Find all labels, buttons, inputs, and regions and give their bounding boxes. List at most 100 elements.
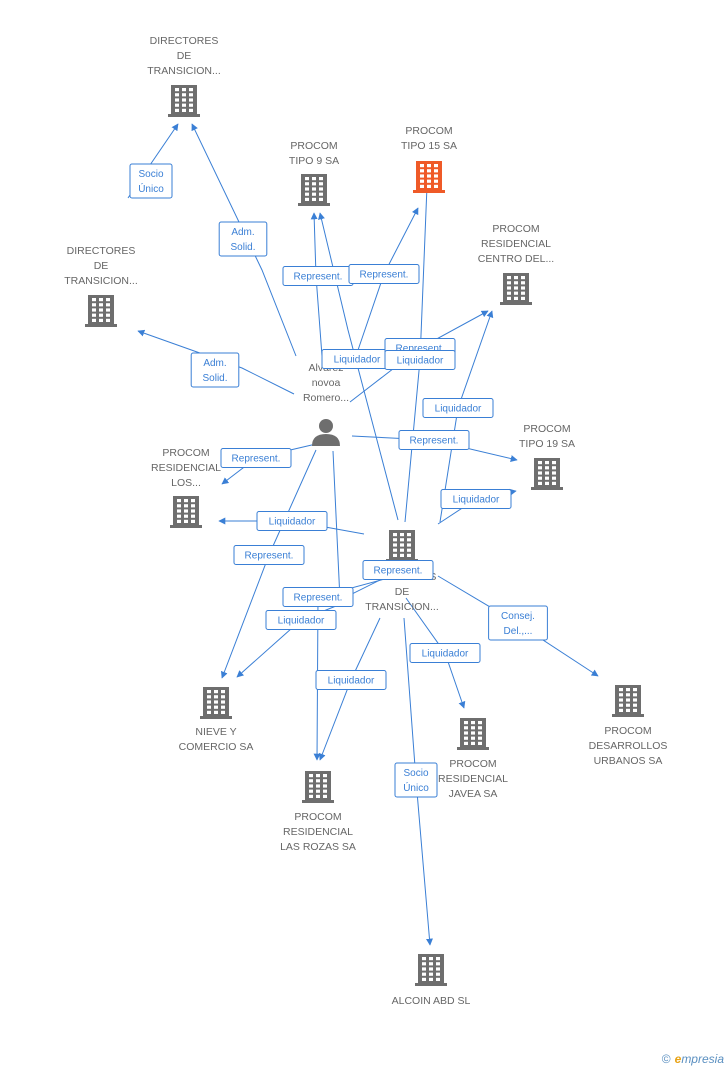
relation-label-text: Liquidador [269, 517, 316, 528]
node-label: JAVEA SA [449, 788, 498, 800]
node-label: TIPO 9 SA [289, 155, 339, 167]
building-icon[interactable] [168, 85, 200, 117]
node-tipo15[interactable]: PROCOM TIPO 15 SA [401, 125, 457, 193]
relation-label-text: Liquidador [397, 356, 444, 367]
relation-label[interactable]: Consej. Del.,... [488, 605, 548, 641]
node-label: RESIDENCIAL [438, 773, 508, 785]
relation-label-text: Solid. [202, 373, 227, 384]
relation-label-text: Liquidador [435, 404, 482, 415]
relation-label[interactable]: Represent. [398, 430, 470, 450]
relation-label-text: Único [403, 781, 429, 794]
relation-label[interactable]: Liquidador [256, 511, 328, 531]
node-label: DESARROLLOS [589, 740, 668, 752]
relation-label[interactable]: Liquidador [384, 350, 456, 370]
relation-label[interactable]: Liquidador [265, 610, 337, 630]
node-label: TRANSICION... [365, 601, 439, 613]
node-label: URBANOS SA [594, 755, 663, 767]
node-label: TRANSICION... [147, 65, 221, 77]
relation-label[interactable]: Represent. [362, 560, 434, 580]
relation-label-text: Del.,... [504, 626, 533, 637]
node-label: novoa [312, 377, 341, 389]
relation-label[interactable]: Adm.Solid. [218, 221, 268, 257]
relation-label[interactable]: Liquidador [409, 643, 481, 663]
building-icon[interactable] [500, 273, 532, 305]
relation-label-text: Liquidador [278, 616, 325, 627]
relation-label-text: Liquidador [328, 676, 375, 687]
relation-label-text: Liquidador [453, 495, 500, 506]
node-tipo9[interactable]: PROCOM TIPO 9 SA [289, 140, 339, 206]
building-icon[interactable] [85, 295, 117, 327]
node-label: PROCOM [294, 811, 341, 823]
building-icon[interactable] [302, 771, 334, 803]
building-icon[interactable] [413, 161, 445, 193]
node-label: DE [177, 50, 192, 62]
relation-label-text: Adm. [203, 358, 226, 369]
person-icon[interactable] [312, 419, 340, 446]
relation-label[interactable]: Represent. [233, 545, 305, 565]
node-label: LAS ROZAS SA [280, 841, 356, 853]
building-icon[interactable] [415, 954, 447, 986]
building-icon[interactable] [386, 530, 418, 562]
relation-label[interactable]: Adm. Solid. [190, 352, 240, 388]
node-label: PROCOM [290, 140, 337, 152]
copyright-icon: © [661, 1052, 671, 1066]
building-icon[interactable] [200, 687, 232, 719]
relation-label-text: Liquidador [334, 355, 381, 366]
building-icon[interactable] [531, 458, 563, 490]
relation-label[interactable]: Represent. [220, 448, 292, 468]
node-label: CENTRO DEL... [478, 253, 554, 265]
relation-label-text: Represent. [294, 593, 343, 604]
node-label: TIPO 15 SA [401, 140, 457, 152]
relation-label[interactable]: Liquidador [321, 349, 393, 369]
nodes-layer: DIRECTORESDETRANSICION...DIRECTORESDETRA… [64, 35, 667, 1007]
node-label: LOS... [171, 477, 201, 489]
relation-label-text: Único [138, 182, 164, 195]
node-label: PROCOM [523, 423, 570, 435]
node-label: DE [94, 260, 109, 272]
building-icon[interactable] [457, 718, 489, 750]
node-label: RESIDENCIAL [481, 238, 551, 250]
node-dir1[interactable]: DIRECTORES DE TRANSICION... [147, 35, 221, 117]
relation-label[interactable]: Liquidador [422, 398, 494, 418]
building-icon[interactable] [170, 496, 202, 528]
building-icon[interactable] [612, 685, 644, 717]
relation-label-text: Liquidador [422, 649, 469, 660]
node-label: PROCOM [492, 223, 539, 235]
node-label: COMERCIO SA [179, 741, 254, 753]
node-label: DIRECTORES [150, 35, 219, 47]
relation-label-text: Solid. [230, 242, 255, 253]
relation-label[interactable]: Represent. [348, 264, 420, 284]
relation-label-text: Consej. [501, 611, 535, 622]
edge-labels-layer: SocioÚnicoAdm.Solid.Adm.Solid.Represent.… [129, 163, 548, 798]
node-alcoin[interactable]: ALCOIN ABD SL [392, 954, 471, 1007]
relation-label[interactable]: Liquidador [315, 670, 387, 690]
node-label: TIPO 19 SA [519, 438, 575, 450]
empresia-logo: ©empresia [662, 1052, 724, 1066]
brand-name: mpresia [681, 1052, 724, 1066]
node-los[interactable]: PROCOMRESIDENCIALLOS... [151, 447, 221, 528]
edge-line [137, 329, 295, 395]
relation-label[interactable]: Represent. [282, 587, 354, 607]
relation-label-text: Represent. [232, 454, 281, 465]
node-label: TRANSICION... [64, 275, 138, 287]
node-label: PROCOM [405, 125, 452, 137]
node-centro[interactable]: PROCOM RESIDENCIAL CENTRO DEL... [478, 223, 554, 305]
node-tipo19[interactable]: PROCOM TIPO 19 SA [519, 423, 575, 490]
building-icon[interactable] [298, 174, 330, 206]
node-person[interactable]: AlvareznovoaRomero... [303, 362, 349, 446]
node-label: PROCOM [449, 758, 496, 770]
node-label: ALCOIN ABD SL [392, 995, 471, 1007]
node-label: PROCOM [604, 725, 651, 737]
node-desarrollos[interactable]: PROCOM DESARROLLOS URBANOS SA [589, 685, 668, 767]
node-dir2[interactable]: DIRECTORESDETRANSICION... [64, 245, 138, 327]
relation-label[interactable]: Represent. [282, 266, 354, 286]
node-javea[interactable]: PROCOM RESIDENCIAL JAVEA SA [438, 718, 508, 800]
relation-label-text: Represent. [245, 551, 294, 562]
edge-line [318, 212, 399, 521]
relation-label[interactable]: Liquidador [440, 489, 512, 509]
